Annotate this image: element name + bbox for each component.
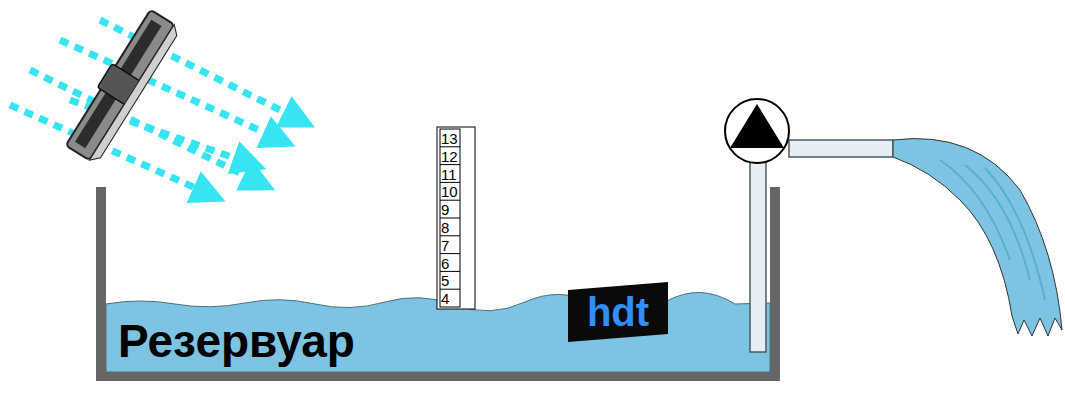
logo-ground bbox=[568, 282, 668, 342]
gauge-tick bbox=[440, 200, 460, 201]
pump-symbol bbox=[725, 99, 789, 163]
suction-pipe bbox=[750, 160, 766, 352]
gauge-tick bbox=[440, 235, 460, 236]
gauge-tick bbox=[440, 218, 460, 219]
gauge-number: 13 bbox=[441, 131, 458, 146]
gauge-number: 6 bbox=[441, 256, 449, 271]
reservoir-label: Резервуар bbox=[118, 318, 355, 364]
gauge-tick bbox=[440, 271, 460, 272]
gauge-number: 11 bbox=[441, 167, 457, 182]
gauge-number: 8 bbox=[441, 220, 449, 235]
gauge-number: 7 bbox=[441, 238, 449, 253]
pump-triangle bbox=[730, 104, 784, 148]
outlet-pipe bbox=[789, 140, 893, 157]
gauge-tick bbox=[440, 289, 460, 290]
gauge-number: 4 bbox=[441, 291, 449, 306]
outflow-stream bbox=[893, 139, 1062, 336]
gauge-tick bbox=[440, 182, 460, 183]
gauge-tick bbox=[440, 146, 460, 147]
gauge-number: 12 bbox=[441, 149, 458, 164]
sensor-device bbox=[62, 8, 181, 165]
gauge-number: 9 bbox=[441, 202, 449, 217]
gauge-number: 10 bbox=[441, 184, 458, 199]
gauge-number: 5 bbox=[441, 273, 449, 288]
logo-text: hdt bbox=[587, 292, 649, 332]
gauge-tick bbox=[440, 253, 460, 254]
level-gauge bbox=[437, 127, 475, 309]
stream-streaks bbox=[940, 160, 1045, 300]
gauge-tick bbox=[440, 164, 460, 165]
